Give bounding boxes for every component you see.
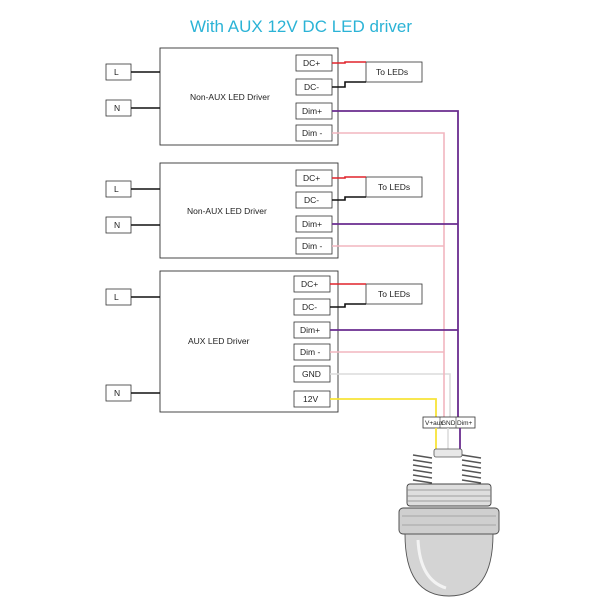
driver-2-term-dimminus-label: Dim - <box>302 241 322 251</box>
cable-clip <box>433 448 463 458</box>
driver-1: Non-AUX LED Driver L N DC+ DC- Dim+ Dim … <box>105 47 423 146</box>
driver-3-output-label: To LEDs <box>378 289 410 299</box>
sensor: V+aux GND Dim+ <box>398 416 500 597</box>
dim-plus-bus <box>332 110 459 418</box>
driver-1-term-dcplus-label: DC+ <box>303 58 320 68</box>
driver-1-term-dcminus-label: DC- <box>304 82 319 92</box>
driver-2-input-l-label: L <box>114 184 119 194</box>
right-spring <box>461 454 482 484</box>
left-spring <box>412 454 433 484</box>
sensor-term-vaux: V+aux <box>425 420 444 427</box>
driver-2-input-n-label: N <box>114 220 120 230</box>
driver-1-input-l-label: L <box>114 67 119 77</box>
driver-2-output-label: To LEDs <box>378 182 410 192</box>
driver-1-name: Non-AUX LED Driver <box>190 92 270 102</box>
driver-1-term-dimplus-label: Dim+ <box>302 106 322 116</box>
sensor-term-dimplus: Dim+ <box>457 420 473 427</box>
driver-2-term-dimplus-label: Dim+ <box>302 219 322 229</box>
driver-1-term-dimminus-label: Dim - <box>302 128 322 138</box>
driver-3-term-12v-label: 12V <box>303 394 318 404</box>
sensor-flange <box>398 507 500 535</box>
driver-2-dcminus-wire <box>332 196 366 201</box>
sensor-thread <box>406 483 492 507</box>
output-wires <box>330 61 366 308</box>
driver-3-term-gnd-label: GND <box>302 369 321 379</box>
sensor-term-gnd: GND <box>441 420 456 427</box>
driver-3-output-box <box>365 283 423 305</box>
driver-2-output-box <box>365 176 423 198</box>
driver-2-name: Non-AUX LED Driver <box>187 206 267 216</box>
driver-3-term-dcminus-label: DC- <box>302 302 317 312</box>
driver-3-input-n-label: N <box>114 388 120 398</box>
driver-1-input-n-label: N <box>114 103 120 113</box>
sensor-lens <box>404 533 494 597</box>
driver-2: Non-AUX LED Driver L N DC+ DC- Dim+ Dim … <box>105 162 423 259</box>
driver-3-input-l-label: L <box>114 292 119 302</box>
driver-3-term-dimminus-label: Dim - <box>300 347 320 357</box>
driver-2-term-dcplus-label: DC+ <box>303 173 320 183</box>
driver-2-dcplus-wire <box>332 176 366 179</box>
diagram-title: With AUX 12V DC LED driver <box>190 17 412 36</box>
dim-minus-bus <box>332 132 445 418</box>
driver-1-output-label: To LEDs <box>376 67 408 77</box>
driver-3: AUX LED Driver L N DC+ DC- Dim+ Dim - GN… <box>105 270 423 413</box>
driver-1-dcplus-wire <box>332 61 366 64</box>
driver-1-dcminus-wire <box>332 81 366 88</box>
driver-3-name: AUX LED Driver <box>188 336 250 346</box>
sensor-terminal-strip <box>422 416 476 429</box>
gnd-wire <box>330 373 451 418</box>
control-wires <box>330 110 459 418</box>
driver-3-term-dcplus-label: DC+ <box>301 279 318 289</box>
v12-wire <box>330 398 437 418</box>
driver-3-term-dimplus-label: Dim+ <box>300 325 320 335</box>
driver-3-dcminus-wire <box>330 303 366 308</box>
driver-2-term-dcminus-label: DC- <box>304 195 319 205</box>
driver-3-body <box>159 270 339 413</box>
driver-1-output-box <box>365 61 423 83</box>
